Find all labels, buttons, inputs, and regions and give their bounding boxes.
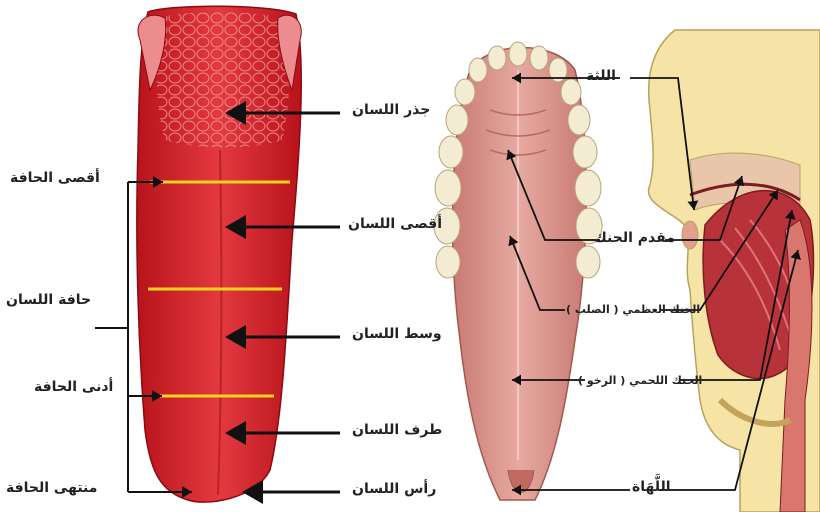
label-tongue-root: جذر اللسان xyxy=(352,102,430,118)
label-rim-far: أقصى الحافة xyxy=(10,170,100,186)
sagittal-head xyxy=(648,30,820,512)
label-tongue-blade: طرف اللسان xyxy=(352,422,442,438)
lips xyxy=(682,221,698,249)
label-tongue-back: أقصى اللسان xyxy=(348,216,442,232)
label-palate-front: مقدم الحنك xyxy=(594,230,675,246)
label-uvula: اللَّهَاة xyxy=(632,479,671,495)
tongue-root-papillae xyxy=(157,12,290,147)
label-tongue-tip: رأس اللسان xyxy=(352,481,436,497)
label-rim-end: منتهى الحافة xyxy=(6,480,97,496)
label-palate-hard: الحنك العظمي ( الصلب ) xyxy=(566,303,700,316)
label-rim-near: أدنى الحافة xyxy=(34,379,113,395)
label-rim-title: حافة اللسان xyxy=(6,292,91,308)
label-tongue-middle: وسط اللسان xyxy=(352,326,442,342)
label-palate-soft: الحنك اللحمي ( الرخو ) xyxy=(578,374,702,387)
tongue-illustration xyxy=(137,6,301,502)
palate-illustration xyxy=(434,42,602,500)
label-gum: اللثة xyxy=(586,68,616,84)
